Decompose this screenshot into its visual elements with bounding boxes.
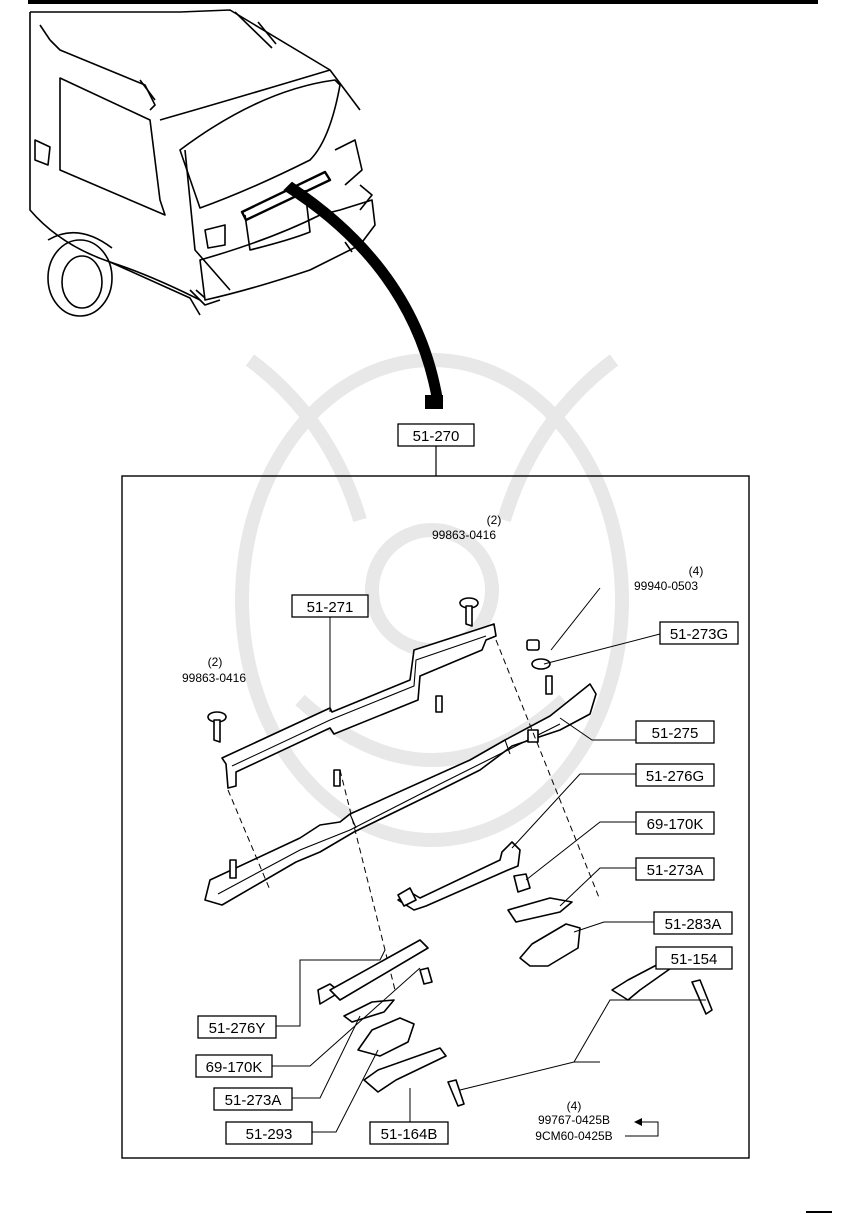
dashed-guides	[227, 639, 601, 991]
callout-nut: 51-273G	[659, 621, 739, 645]
lens-right-part	[507, 897, 573, 923]
fastener-bolt-left: (2) 99863-0416	[182, 655, 246, 685]
svg-text:51-164B: 51-164B	[381, 1126, 438, 1143]
fastener-screws: (4) 99767-0425B 9CM60-0425B	[535, 1099, 612, 1143]
callout-assembly-text: 51-270	[413, 428, 460, 445]
callout-frame: 51-271	[291, 594, 369, 618]
callout-bulb-right: 69-170K	[635, 811, 715, 835]
fastener-bolt-top: (2) 99863-0416	[432, 513, 501, 542]
pointer-arrow-tip	[425, 395, 443, 409]
svg-text:(4): (4)	[567, 1099, 582, 1113]
bolt-left	[207, 711, 227, 743]
bolt-top	[459, 597, 479, 627]
svg-text:51-275: 51-275	[652, 725, 699, 742]
callout-socket-right: 51-276G	[635, 763, 715, 787]
svg-text:51-271: 51-271	[307, 599, 354, 616]
bulb-right-part	[513, 873, 531, 893]
svg-text:51-276Y: 51-276Y	[209, 1020, 266, 1037]
svg-text:(2): (2)	[208, 655, 223, 669]
callout-lens-left: 51-273A	[213, 1087, 293, 1111]
arrowhead	[634, 1118, 642, 1126]
callout-socket-left: 51-276Y	[197, 1015, 277, 1039]
svg-text:99767-0425B: 99767-0425B	[538, 1113, 610, 1127]
callout-bulb-left: 69-170K	[195, 1054, 273, 1078]
svg-text:69-170K: 69-170K	[206, 1059, 263, 1076]
rail-frame-part	[221, 623, 497, 789]
svg-text:51-154: 51-154	[671, 951, 718, 968]
svg-text:99863-0416: 99863-0416	[182, 671, 246, 685]
svg-text:99863-0416: 99863-0416	[432, 528, 496, 542]
studs	[229, 695, 443, 879]
housing-left-part	[363, 1047, 447, 1093]
leader-lines	[272, 587, 706, 1137]
svg-text:99940-0503: 99940-0503	[634, 579, 698, 593]
callout-lens-right: 51-273A	[635, 857, 715, 881]
body-right-part	[519, 923, 581, 967]
svg-text:9CM60-0425B: 9CM60-0425B	[535, 1129, 612, 1143]
socket-right-part	[397, 841, 521, 911]
callout-housing-right: 51-154	[655, 946, 733, 970]
svg-text:51-273A: 51-273A	[225, 1092, 282, 1109]
screw-left	[447, 1079, 465, 1107]
callout-cover: 51-275	[635, 720, 715, 744]
screw-right	[691, 979, 713, 1015]
nut-parts	[526, 639, 553, 695]
svg-text:(4): (4)	[689, 564, 704, 578]
svg-text:51-276G: 51-276G	[646, 768, 704, 785]
assembly-frame	[121, 475, 750, 1159]
svg-text:(2): (2)	[487, 513, 502, 527]
svg-text:51-273G: 51-273G	[670, 626, 728, 643]
callout-housing-left: 51-164B	[369, 1121, 449, 1145]
callout-body-left: 51-293	[225, 1121, 313, 1145]
svg-text:51-273A: 51-273A	[647, 862, 704, 879]
socket-left-part	[317, 939, 429, 1005]
lens-left-part	[343, 999, 395, 1023]
callout-body-right: 51-283A	[653, 911, 733, 935]
vehicle-rear-illustration	[29, 9, 376, 317]
body-left-part	[357, 1017, 415, 1057]
svg-text:51-293: 51-293	[246, 1126, 293, 1143]
lamp-cover-part	[204, 683, 597, 906]
fastener-nut-top: (4) 99940-0503	[634, 564, 703, 593]
bulb-left-part	[419, 967, 433, 985]
callout-assembly: 51-270	[397, 423, 475, 447]
svg-text:69-170K: 69-170K	[647, 816, 704, 833]
svg-text:51-283A: 51-283A	[665, 916, 722, 933]
